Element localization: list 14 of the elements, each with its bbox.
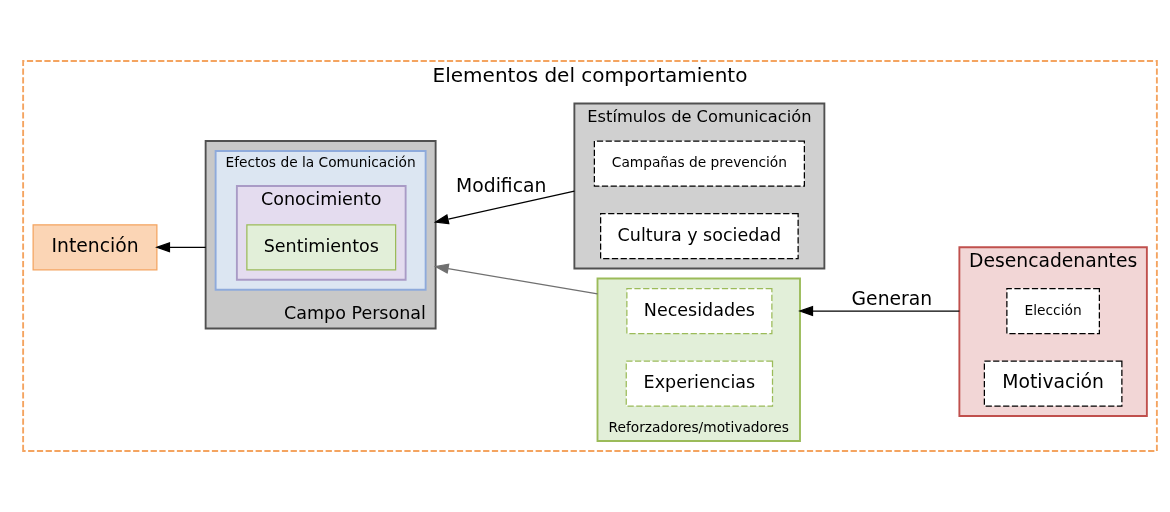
node-box: Cultura y sociedad [600,212,799,260]
edge-label: Modifican [456,175,547,197]
edge-label: Generan [851,287,933,309]
node-box: Necesidades [626,287,773,335]
node-box: Sentimientos [246,224,397,271]
arrow [155,242,207,253]
arrow [798,305,960,317]
arrow [433,190,575,225]
node-box: Motivación [983,360,1123,407]
node-box: Experiencias [625,360,774,407]
arrow [433,263,599,295]
node-box: Elección [1006,287,1100,335]
node-box: Intención [32,224,158,271]
node-box: Campañas de prevención [593,140,805,187]
